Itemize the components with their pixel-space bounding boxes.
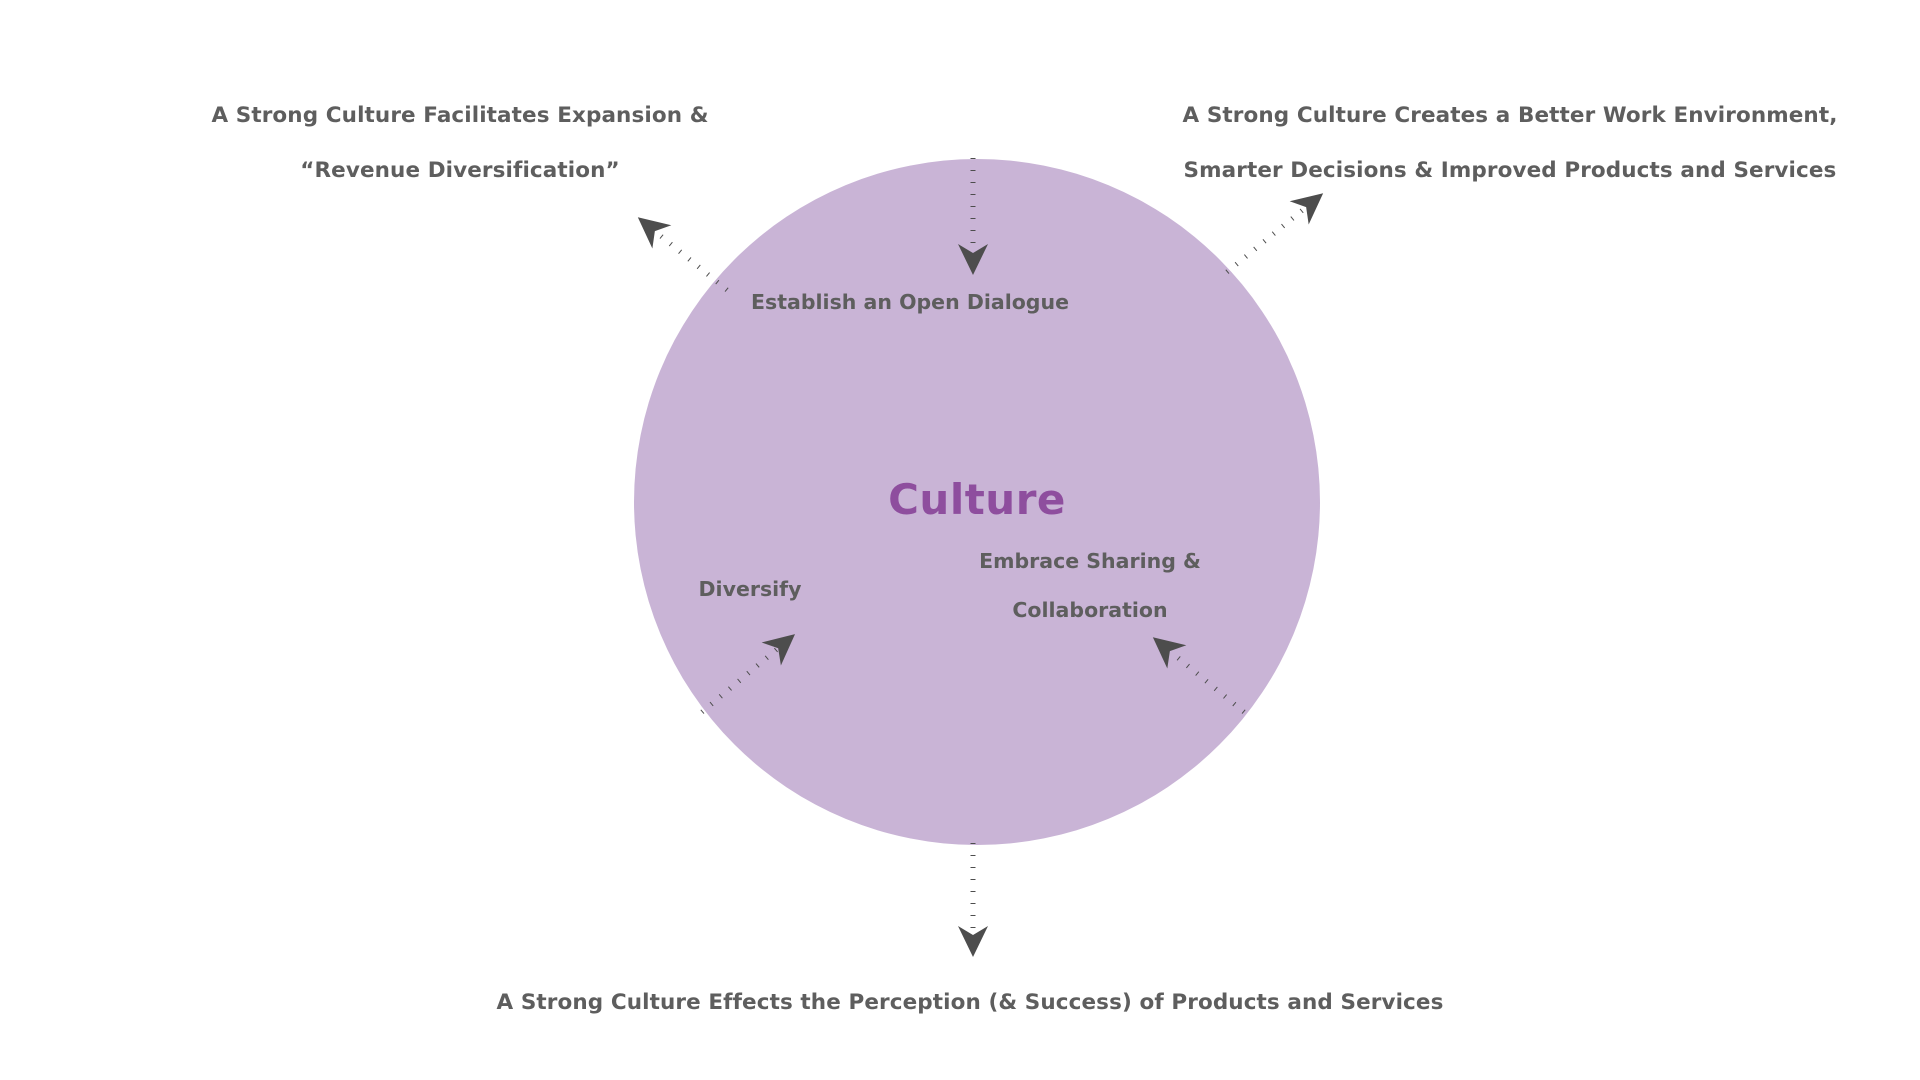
inner-label-diversify: Diversify bbox=[640, 565, 860, 614]
inner-label-line: Diversify bbox=[698, 577, 802, 601]
caption-better-work-environment: A Strong Culture Creates a Better Work E… bbox=[1140, 88, 1880, 198]
caption-perception-of-products-and-services: A Strong Culture Effects the Perception … bbox=[440, 975, 1500, 1030]
arrow-up-right-to-work-environment bbox=[1225, 193, 1324, 274]
caption-line: A Strong Culture Effects the Perception … bbox=[496, 990, 1444, 1015]
culture-center-title: Culture bbox=[888, 475, 1066, 524]
caption-line: Smarter Decisions & Improved Products an… bbox=[1183, 158, 1837, 183]
inner-label-embrace-sharing-collaboration: Embrace Sharing & Collaboration bbox=[930, 537, 1250, 635]
inner-label-line: Embrace Sharing & bbox=[979, 549, 1201, 573]
caption-line: “Revenue Diversification” bbox=[300, 158, 620, 183]
caption-line: A Strong Culture Creates a Better Work E… bbox=[1182, 103, 1838, 128]
caption-expansion-revenue-diversification: A Strong Culture Facilitates Expansion &… bbox=[180, 88, 740, 198]
inner-label-line: Establish an Open Dialogue bbox=[751, 290, 1069, 314]
caption-line: A Strong Culture Facilitates Expansion & bbox=[211, 103, 709, 128]
inner-label-establish-open-dialogue: Establish an Open Dialogue bbox=[700, 278, 1120, 327]
inner-label-line: Collaboration bbox=[1012, 598, 1168, 622]
